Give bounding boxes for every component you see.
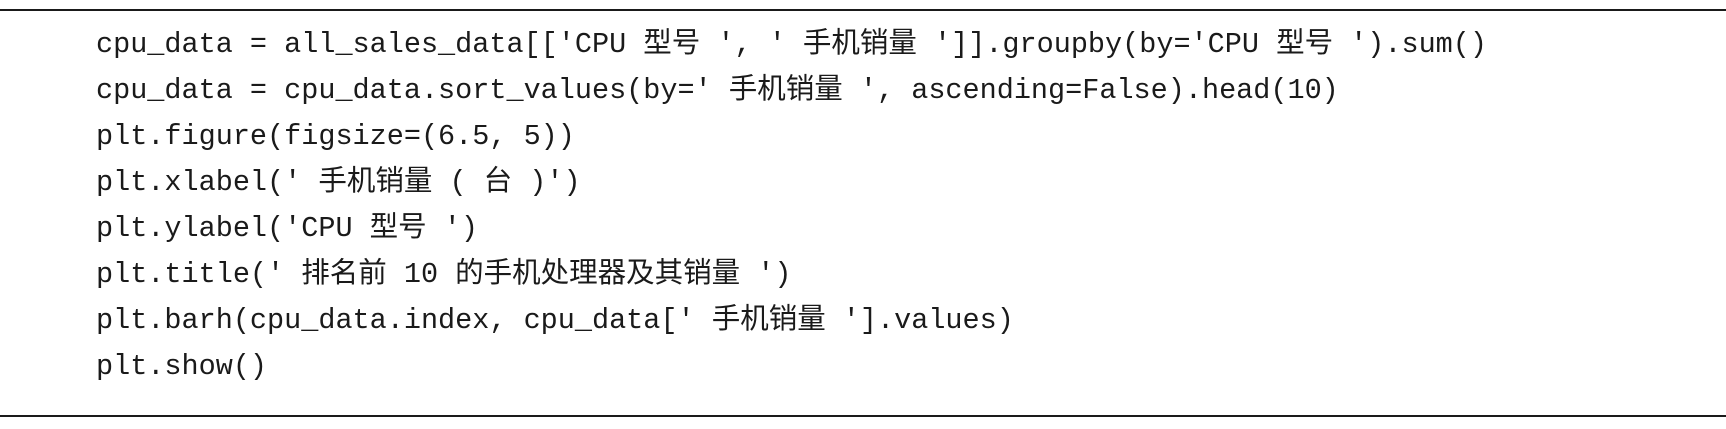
code-line-8: plt.show() (96, 350, 268, 383)
top-rule (0, 9, 1726, 11)
bottom-rule (0, 415, 1726, 417)
code-line-5: plt.ylabel('CPU 型号 ') (96, 212, 478, 245)
code-line-7: plt.barh(cpu_data.index, cpu_data[' 手机销量… (96, 304, 1014, 337)
code-line-3: plt.figure(figsize=(6.5, 5)) (96, 120, 575, 153)
code-line-1: cpu_data = all_sales_data[['CPU 型号 ', ' … (96, 28, 1487, 61)
code-line-2: cpu_data = cpu_data.sort_values(by=' 手机销… (96, 74, 1339, 107)
code-line-4: plt.xlabel(' 手机销量 ( 台 )') (96, 166, 581, 199)
code-lines: cpu_data = all_sales_data[['CPU 型号 ', ' … (96, 22, 1487, 390)
code-line-6: plt.title(' 排名前 10 的手机处理器及其销量 ') (96, 258, 792, 291)
